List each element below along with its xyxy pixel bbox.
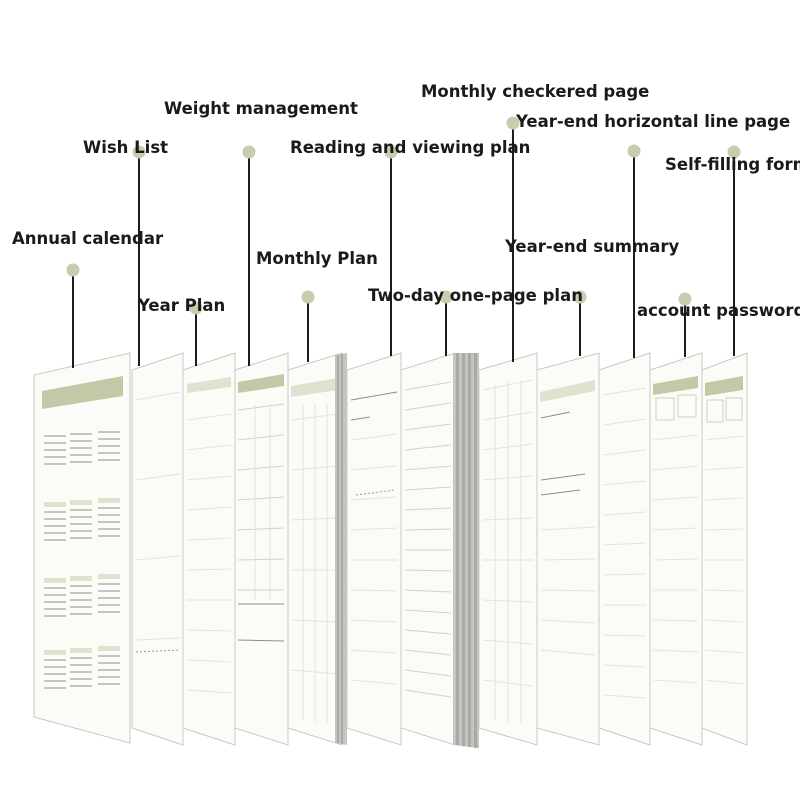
pin-wish-list xyxy=(132,145,146,159)
calendar-month-grids xyxy=(44,431,120,689)
label-self-filling-form: Self-filling form xyxy=(665,155,800,174)
page-weight-management xyxy=(234,352,289,746)
label-monthly-checkered: Monthly checkered page xyxy=(421,82,649,101)
label-two-day-plan: Two-day one-page plan xyxy=(368,286,583,305)
calendar-month-headers xyxy=(44,498,120,655)
page-account-password xyxy=(649,352,703,746)
leader-lines xyxy=(72,123,735,368)
pin-year-plan xyxy=(189,301,203,315)
label-annual-calendar: Annual calendar xyxy=(12,229,164,248)
page-reading-viewing-plan xyxy=(346,352,402,746)
pins xyxy=(66,116,741,315)
page-monthly-plan xyxy=(287,352,343,746)
label-weight-management: Weight management xyxy=(164,99,358,118)
label-year-plan: Year Plan xyxy=(137,296,225,315)
page-self-filling-form xyxy=(701,352,748,746)
label-monthly-plan: Monthly Plan xyxy=(256,249,378,268)
pin-year-end-summary xyxy=(573,290,587,304)
pin-two-day-plan xyxy=(439,290,453,304)
page-edge-stack-center xyxy=(453,353,479,748)
pin-self-filling-form xyxy=(727,145,741,159)
page-year-end-horizontal-line xyxy=(598,352,651,746)
pages xyxy=(33,352,748,748)
label-year-end-summary: Year-end summary xyxy=(504,237,679,256)
pin-annual-calendar xyxy=(66,263,80,277)
label-reading-viewing-plan: Reading and viewing plan xyxy=(290,138,530,157)
pin-year-end-horizontal xyxy=(627,144,641,158)
page-year-end-summary xyxy=(536,352,600,746)
label-wish-list: Wish List xyxy=(83,138,168,157)
page-wish-list xyxy=(131,352,184,746)
pin-account-password xyxy=(678,292,692,306)
page-edge-stack-left xyxy=(335,353,347,745)
pin-monthly-plan xyxy=(301,290,315,304)
page-year-plan xyxy=(182,352,236,746)
page-monthly-checkered xyxy=(478,352,538,746)
label-account-password: account password xyxy=(637,301,800,320)
pin-reading-viewing-plan xyxy=(384,145,398,159)
label-year-end-horizontal: Year-end horizontal line page xyxy=(515,112,790,131)
labels: Annual calendar Wish List Year Plan Weig… xyxy=(12,82,800,320)
page-two-day-one-page-plan xyxy=(400,352,456,746)
page-annual-calendar xyxy=(33,352,131,744)
pin-weight-management xyxy=(242,145,256,159)
pin-monthly-checkered xyxy=(506,116,520,130)
